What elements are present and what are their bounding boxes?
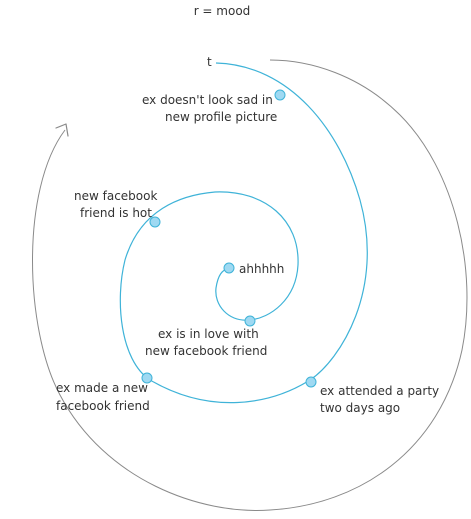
annotation-ex-sad-profile-line1: ex doesn't look sad in: [142, 93, 273, 107]
point-ex-sad-profile: [274, 89, 286, 101]
diagram-title: r = mood: [194, 4, 251, 18]
annotation-ex-new-friend-line2: facebook friend: [56, 399, 150, 413]
point-ex-party: [305, 376, 317, 388]
outer-direction-arrow: [32, 59, 468, 511]
point-new-friend-hot: [149, 216, 161, 228]
point-ex-in-love: [244, 315, 256, 327]
annotation-ex-sad-profile-line2: new profile picture: [165, 110, 277, 124]
annotation-ex-new-friend-line1: ex made a new: [56, 381, 148, 395]
annotation-new-friend-hot-line1: new facebook: [74, 189, 157, 203]
point-ex-new-friend: [141, 372, 153, 384]
annotation-ex-in-love-line2: new facebook friend: [145, 344, 267, 358]
annotation-new-friend-hot-line2: friend is hot: [80, 206, 152, 220]
annotation-ex-in-love-line1: ex is in love with: [158, 327, 259, 341]
annotation-ex-party-line1: ex attended a party: [320, 384, 439, 398]
point-ahhhhh: [223, 262, 235, 274]
outer-arrowhead-icon: [55, 123, 69, 137]
annotation-ahhhhh: ahhhhh: [239, 262, 284, 276]
annotation-ex-party-line2: two days ago: [320, 401, 400, 415]
axis-t-label: t: [207, 55, 212, 69]
